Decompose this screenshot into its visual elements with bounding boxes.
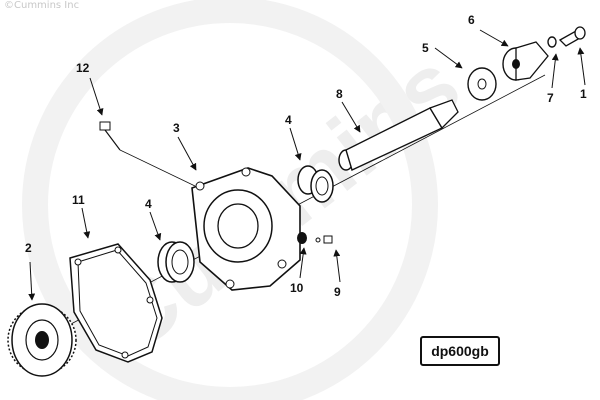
lock-washer-part: [547, 36, 557, 48]
callout-11: 11: [72, 193, 85, 207]
callout-2: 2: [25, 241, 32, 255]
drive-hub-part: [502, 41, 549, 81]
housing-bolt-part: [99, 121, 196, 187]
plug-part: [297, 232, 307, 244]
washer-part: [467, 67, 497, 101]
callout-8: 8: [336, 87, 343, 101]
callout-1: 1: [580, 87, 587, 101]
callout-7: 7: [547, 91, 554, 105]
gasket-part: [69, 243, 163, 363]
callout-6: 6: [468, 13, 475, 27]
callout-12: 12: [76, 61, 90, 75]
callout-4-lower: 4: [145, 197, 152, 211]
diagram-code-label: dp600gb: [420, 336, 500, 366]
callout-5: 5: [422, 41, 429, 55]
watermark-ring: [22, 0, 438, 400]
copyright-notice: ©Cummins Inc: [4, 0, 80, 11]
seal-upper-part: [297, 165, 334, 203]
gear-part: [7, 303, 77, 377]
callout-9: 9: [334, 285, 341, 299]
seal-lower-part: [157, 241, 195, 283]
pump-housing-part: [191, 167, 301, 291]
callout-4-upper: 4: [285, 113, 292, 127]
callout-10: 10: [290, 281, 304, 295]
callout-3: 3: [173, 121, 180, 135]
small-screw-part: [315, 235, 333, 244]
bolt-part: [558, 26, 586, 47]
drive-shaft-part: [338, 99, 459, 171]
